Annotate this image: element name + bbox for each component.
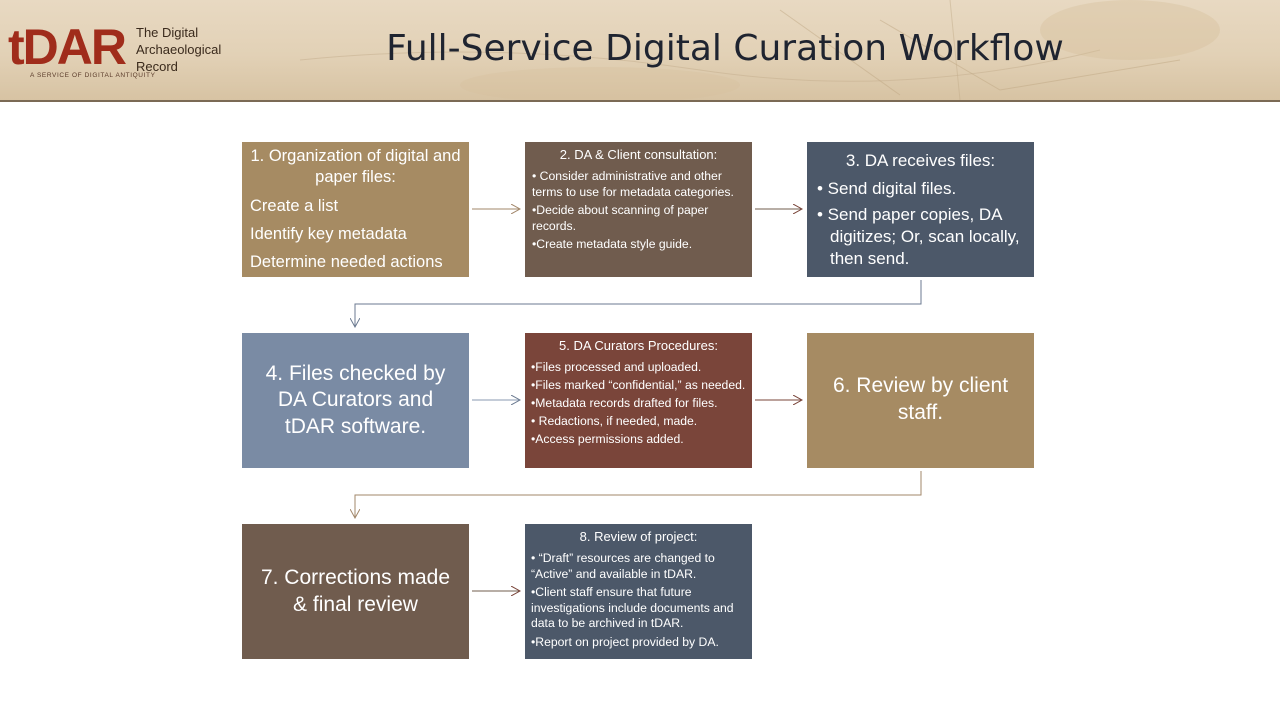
step-7-box: 7. Corrections made & final review bbox=[242, 524, 469, 659]
step-2-bullet: • Consider administrative and other term… bbox=[532, 169, 734, 199]
step-8-heading: 8. Review of project: bbox=[579, 529, 698, 544]
logo-line-2: Archaeological bbox=[136, 42, 222, 57]
step-4-text: 4. Files checked by DA Curators and tDAR… bbox=[265, 361, 446, 438]
page-title: Full-Service Digital Curation Workflow bbox=[386, 28, 1064, 69]
step-6-box: 6. Review by client staff. bbox=[807, 333, 1034, 468]
step-5-bullet: •Files processed and uploaded. bbox=[531, 360, 702, 374]
tdar-logo[interactable]: tDAR The Digital Archaeological Record A… bbox=[8, 20, 223, 82]
step-4-box: 4. Files checked by DA Curators and tDAR… bbox=[242, 333, 469, 468]
step-1-line: Create a list bbox=[250, 197, 339, 215]
step-7-text: 7. Corrections made & final review bbox=[260, 566, 451, 616]
step-5-bullet: •Metadata records drafted for files. bbox=[531, 396, 718, 410]
step-2-box: 2. DA & Client consultation: • Consider … bbox=[525, 142, 752, 277]
step-8-bullet: •Client staff ensure that future investi… bbox=[531, 585, 734, 630]
step-6-text: 6. Review by client staff. bbox=[832, 374, 1009, 424]
step-1-box: 1. Organization of digital and paper fil… bbox=[242, 142, 469, 277]
step-3-bullet: • Send paper copies, DA digitizes; Or, s… bbox=[817, 205, 1020, 268]
logo-text: The Digital Archaeological Record bbox=[136, 24, 236, 75]
parchment-map-texture bbox=[299, 0, 1220, 100]
step-2-heading: 2. DA & Client consultation: bbox=[559, 147, 718, 162]
step-5-bullet: •Files marked “confidential,” as needed. bbox=[531, 378, 746, 392]
arrow-6-to-7 bbox=[355, 471, 922, 518]
arrow-3-to-4 bbox=[355, 280, 922, 327]
logo-subtitle: A SERVICE OF DIGITAL ANTIQUITY bbox=[30, 72, 156, 79]
logo-line-3: Record bbox=[136, 59, 178, 74]
step-8-bullet: •Report on project provided by DA. bbox=[531, 634, 719, 649]
step-3-heading: 3. DA receives files: bbox=[845, 151, 996, 170]
step-5-heading: 5. DA Curators Procedures: bbox=[559, 338, 718, 353]
step-1-line: Identify key metadata bbox=[250, 225, 407, 243]
step-5-bullet: • Redactions, if needed, made. bbox=[531, 414, 698, 428]
step-1-heading: 1. Organization of digital and paper fil… bbox=[250, 147, 461, 186]
step-5-bullet: •Access permissions added. bbox=[531, 432, 684, 446]
step-5-box: 5. DA Curators Procedures: •Files proces… bbox=[525, 333, 752, 468]
header-banner: tDAR The Digital Archaeological Record A… bbox=[0, 0, 1280, 102]
step-8-box: 8. Review of project: • “Draft” resource… bbox=[525, 524, 752, 659]
logo-line-1: The Digital bbox=[136, 25, 199, 40]
step-3-bullet: • Send digital files. bbox=[817, 179, 957, 198]
step-2-bullet: •Create metadata style guide. bbox=[532, 237, 693, 251]
step-1-line: Determine needed actions bbox=[250, 253, 443, 271]
step-8-bullet: • “Draft” resources are changed to “Acti… bbox=[531, 551, 715, 581]
step-3-box: 3. DA receives files: • Send digital fil… bbox=[807, 142, 1034, 277]
step-2-bullet: •Decide about scanning of paper records. bbox=[532, 203, 709, 233]
logo-mark: tDAR bbox=[8, 19, 127, 75]
